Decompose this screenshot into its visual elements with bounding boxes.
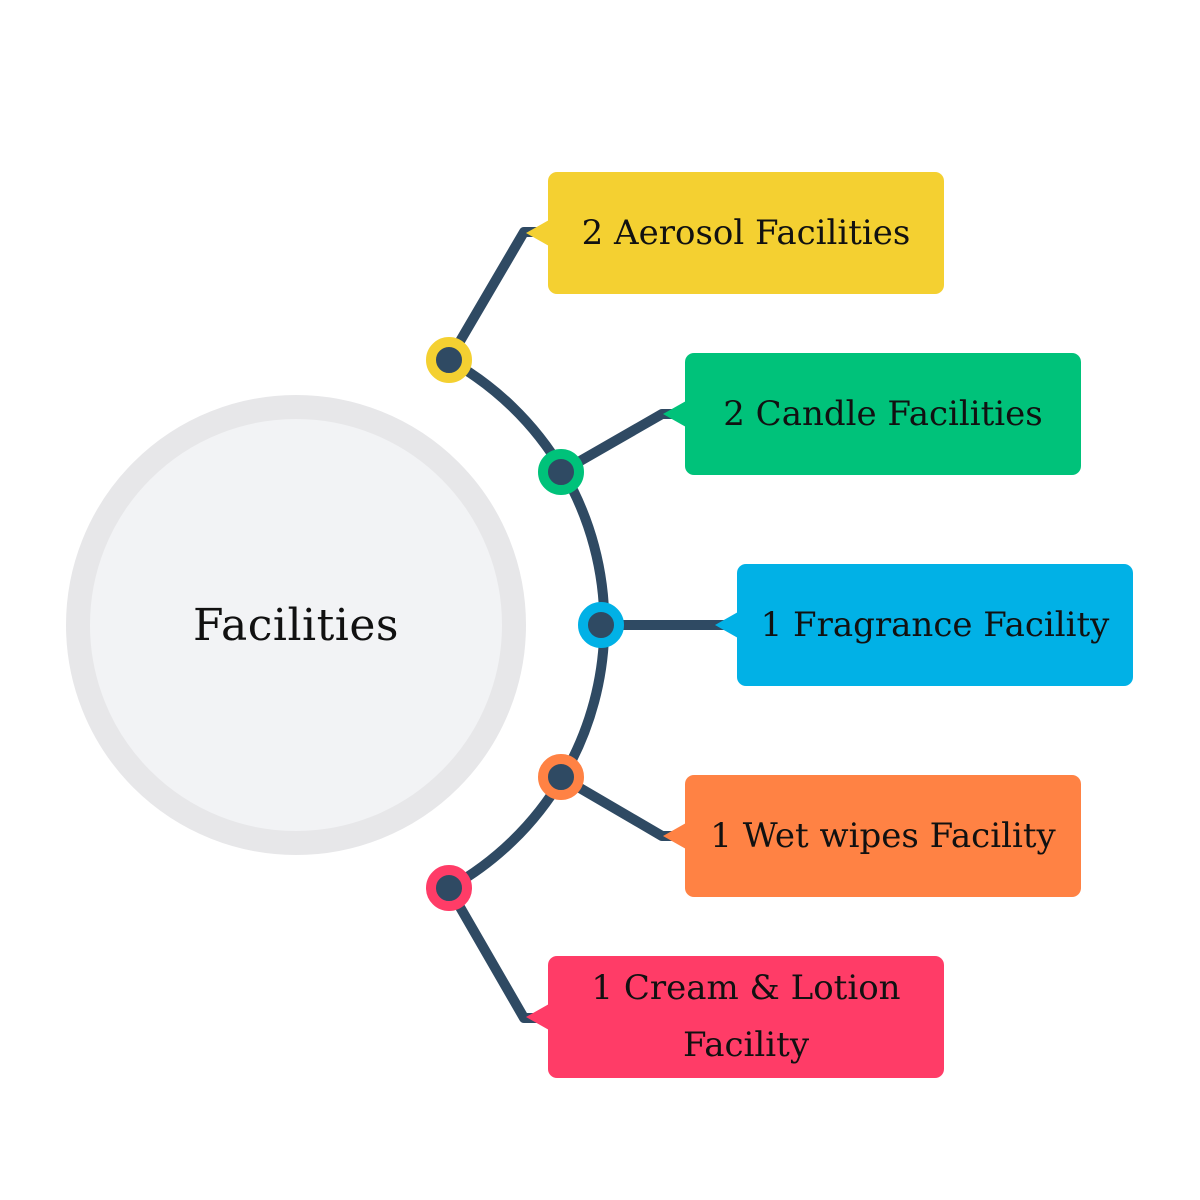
center-title: Facilities <box>192 599 399 651</box>
box-pointer <box>663 401 686 427</box>
node-candle <box>538 449 584 495</box>
box-pointer <box>715 612 738 638</box>
box-pointer <box>526 220 549 246</box>
facility-label-aerosol: 2 Aerosol Facilities <box>581 212 911 253</box>
center-circle: Facilities <box>66 395 526 855</box>
node-fragrance <box>578 602 624 648</box>
facility-box-aerosol: 2 Aerosol Facilities <box>526 172 944 294</box>
facility-box-wetwipes: 1 Wet wipes Facility <box>663 775 1081 897</box>
facility-label-fragrance: 1 Fragrance Facility <box>760 604 1110 645</box>
facility-label-candle: 2 Candle Facilities <box>723 393 1043 434</box>
facility-box-candle: 2 Candle Facilities <box>663 353 1081 475</box>
node-aerosol <box>426 337 472 383</box>
facility-label-wetwipes: 1 Wet wipes Facility <box>710 815 1056 856</box>
node-cream <box>426 865 472 911</box>
connector-line-aerosol <box>444 227 548 363</box>
facility-label-cream: 1 Cream & Lotion Facility <box>591 968 901 1065</box>
box-pointer <box>526 1004 549 1030</box>
facility-box-cream: 1 Cream & Lotion Facility <box>526 956 944 1078</box>
box-pointer <box>663 823 686 849</box>
node-wetwipes <box>538 754 584 800</box>
facility-box-fragrance: 1 Fragrance Facility <box>715 564 1133 686</box>
connector-line-cream <box>444 885 548 1023</box>
